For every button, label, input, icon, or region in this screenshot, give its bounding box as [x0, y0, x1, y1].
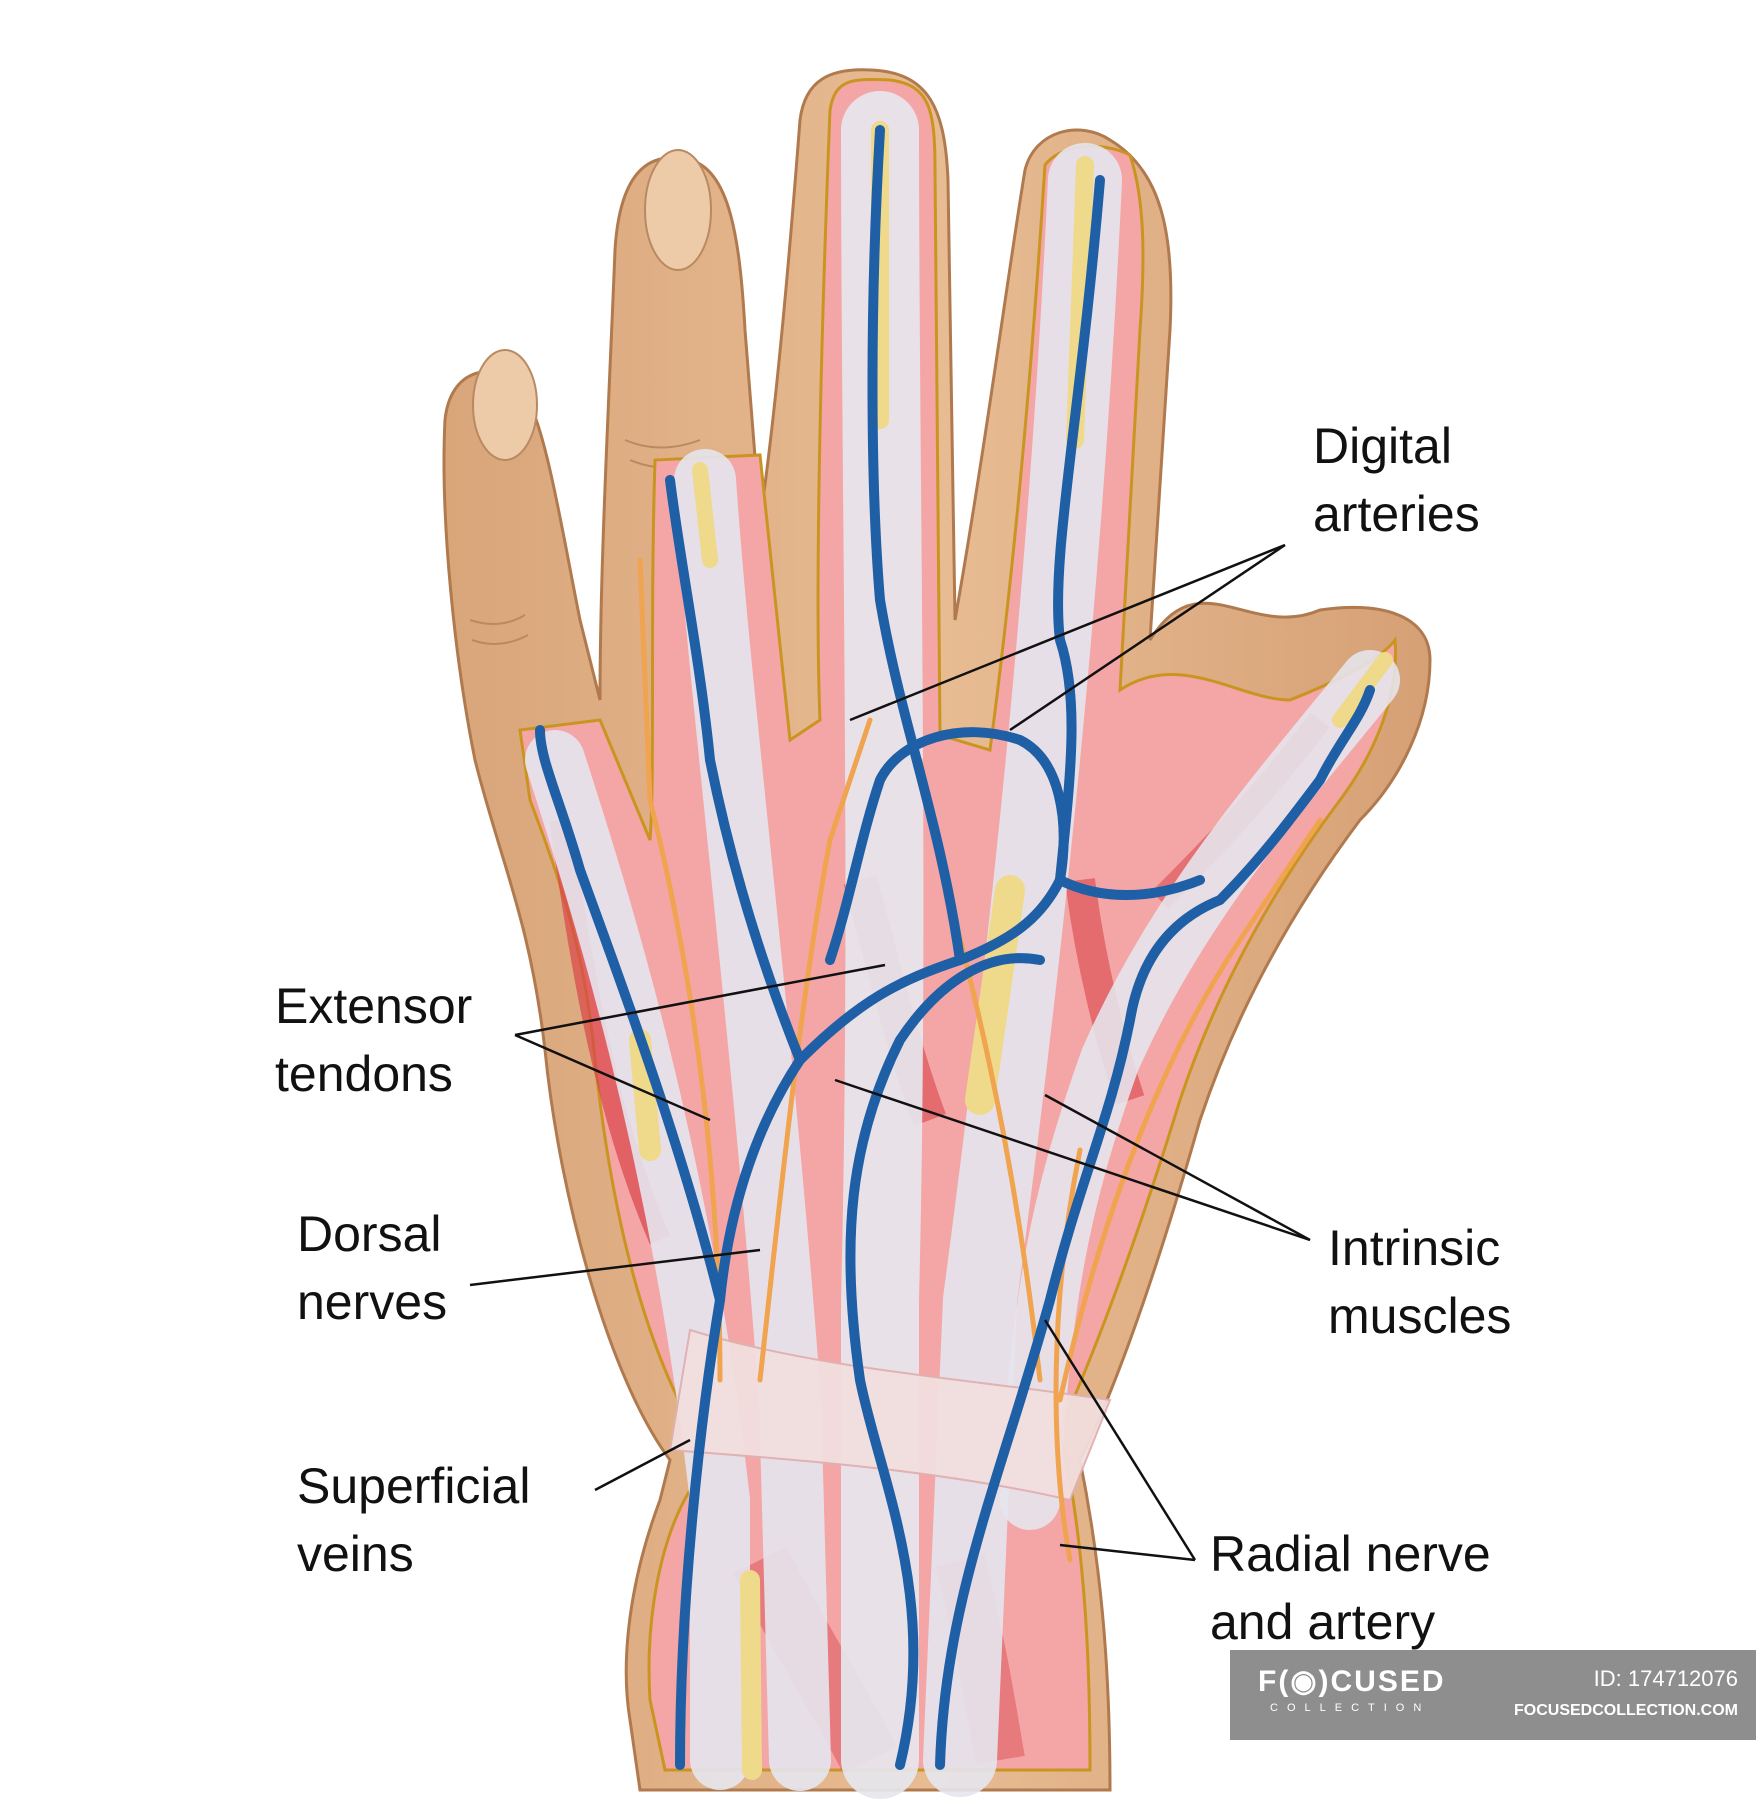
vein-arch — [795, 727, 1069, 1065]
watermark-logo: F(◉)CUSED — [1258, 1665, 1446, 1698]
leader-superficial — [594, 1438, 691, 1492]
leader-radial-2 — [1059, 1543, 1196, 1562]
tendon-core-thumb — [1332, 652, 1393, 728]
label-intrinsic-muscles-line1: Intrinsic — [1328, 1220, 1501, 1276]
vein-basilic — [675, 1055, 805, 1770]
label-superficial-veins-line1: Superficial — [297, 1458, 531, 1514]
vein-cephalic — [935, 895, 1225, 1770]
little-finger-crease — [469, 614, 529, 645]
label-radial-nerve-artery-line1: Radial nerve — [1210, 1526, 1491, 1582]
label-intrinsic-muscles: Intrinsic muscles — [1328, 1214, 1511, 1350]
leader-digital-2 — [1009, 543, 1286, 732]
leader-dorsal — [469, 1248, 761, 1287]
tendon-core-ring — [692, 462, 718, 568]
label-extensor-tendons-line1: Extensor — [275, 978, 473, 1034]
label-digital-arteries-line1: Digital — [1313, 418, 1452, 474]
tendon-core-wrist-3 — [629, 1029, 661, 1161]
label-extensor-tendons-line2: tendons — [275, 1046, 453, 1102]
watermark-subtitle: COLLECTION — [1270, 1702, 1431, 1714]
label-dorsal-nerves-line1: Dorsal — [297, 1206, 442, 1262]
label-digital-arteries-line2: arteries — [1313, 486, 1480, 542]
label-dorsal-nerves-line2: nerves — [297, 1274, 448, 1330]
superficial-veins — [535, 125, 1375, 1770]
watermark-site: FOCUSEDCOLLECTION.COM — [1514, 1702, 1738, 1719]
leader-extensor-1 — [514, 963, 886, 1037]
vein-index-branch — [1055, 875, 1205, 900]
leader-lines — [469, 543, 1311, 1562]
leader-extensor-2 — [514, 1033, 711, 1122]
vein-thumb — [1215, 685, 1375, 905]
label-radial-nerve-artery: Radial nerve and artery — [1210, 1520, 1491, 1656]
label-intrinsic-muscles-line2: muscles — [1328, 1288, 1512, 1344]
leader-intrinsic-2 — [1044, 1093, 1311, 1242]
vein-little — [535, 725, 725, 1305]
nerve-2 — [757, 717, 873, 1383]
leader-intrinsic-1 — [834, 1078, 1311, 1242]
tendon-core-wrist-2 — [965, 875, 1025, 1115]
nerve-4 — [1057, 817, 1323, 1403]
label-radial-nerve-artery-line2: and artery — [1210, 1594, 1436, 1650]
label-digital-arteries: Digital arteries — [1313, 412, 1480, 548]
nerve-5 — [1053, 1147, 1083, 1563]
vein-ring — [665, 475, 805, 1065]
tendon-core-wrist-1 — [740, 1570, 762, 1780]
watermark-id: ID: 174712076 — [1593, 1666, 1738, 1691]
watermark-bar: F(◉)CUSED COLLECTION ID: 174712076 FOCUS… — [1230, 1650, 1756, 1740]
little-finger-nail — [472, 349, 538, 461]
leader-digital-1 — [849, 543, 1286, 722]
label-superficial-veins-line2: veins — [297, 1526, 414, 1582]
label-extensor-tendons: Extensor tendons — [275, 972, 472, 1108]
leader-radial-1 — [1043, 1319, 1197, 1561]
vein-central — [845, 953, 1045, 1770]
label-dorsal-nerves: Dorsal nerves — [297, 1200, 447, 1336]
ring-finger-nail — [644, 149, 712, 271]
label-superficial-veins: Superficial veins — [297, 1452, 530, 1588]
vein-middle — [867, 125, 965, 965]
vein-index — [1053, 175, 1105, 885]
